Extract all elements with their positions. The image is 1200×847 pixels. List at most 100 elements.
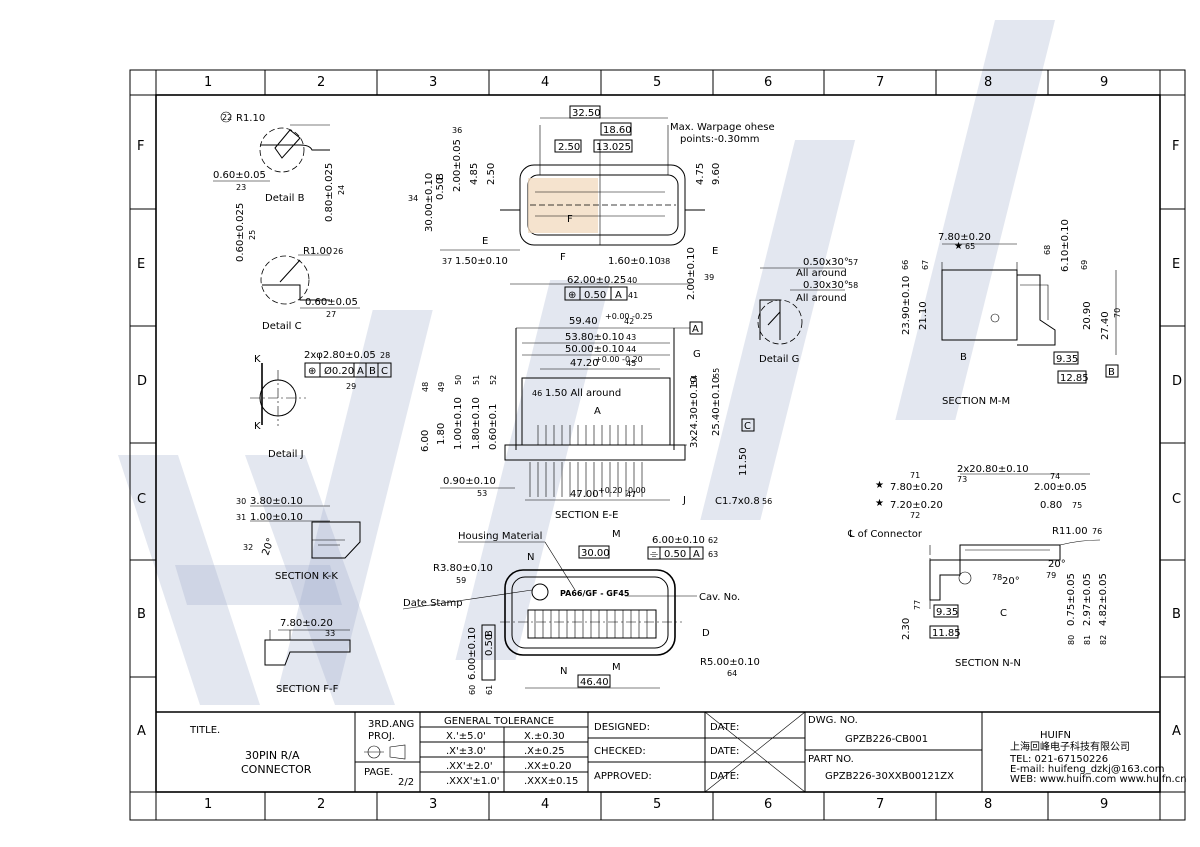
svg-text:N: N: [527, 552, 534, 563]
svg-text:32.50: 32.50: [572, 108, 601, 119]
svg-text:52: 52: [489, 375, 498, 385]
grid-row-label: E: [1172, 257, 1180, 272]
svg-text:3.80±0.10: 3.80±0.10: [250, 496, 303, 507]
svg-text:WEB: www.huifn.com www.huifn.: WEB: www.huifn.com www.huifn.cn: [1010, 774, 1187, 785]
svg-text:23: 23: [236, 183, 246, 192]
svg-text:4.82±0.05: 4.82±0.05: [1098, 573, 1109, 626]
svg-text:N: N: [560, 666, 567, 677]
svg-text:48: 48: [421, 382, 430, 392]
svg-text:45: 45: [626, 359, 636, 368]
svg-text:1.50±0.10: 1.50±0.10: [455, 256, 508, 267]
svg-text:75: 75: [1072, 501, 1082, 510]
projection-symbol-icon: [364, 744, 406, 760]
svg-text:27: 27: [326, 310, 336, 319]
svg-text:74: 74: [1050, 472, 1060, 481]
svg-text:E-mail: huifeng_dzkj@163.com: E-mail: huifeng_dzkj@163.com: [1010, 764, 1165, 775]
detail-c-height: 0.60±0.025: [235, 203, 246, 262]
svg-text:3x24.30±0.10: 3x24.30±0.10: [689, 376, 700, 448]
svg-text:59: 59: [456, 576, 466, 585]
svg-text:2.30: 2.30: [901, 618, 912, 640]
svg-text:B: B: [369, 366, 376, 377]
svg-text:CONNECTOR: CONNECTOR: [241, 763, 312, 776]
svg-text:18.60: 18.60: [603, 125, 632, 136]
svg-text:M: M: [612, 662, 621, 673]
svg-text:℄ of Connector: ℄ of Connector: [847, 529, 923, 540]
svg-text:All around: All around: [796, 293, 847, 304]
svg-text:54: 54: [690, 375, 699, 385]
svg-text:7.20±0.20: 7.20±0.20: [890, 500, 943, 511]
dwg-number: GPZB226-CB001: [845, 734, 928, 745]
detail-b-width: 0.60±0.05: [213, 170, 266, 181]
svg-text:⌯: ⌯: [650, 549, 658, 560]
tolerance-linear: .XXX±0.15: [524, 776, 578, 787]
svg-text:M: M: [612, 529, 621, 540]
grid-row-label: C: [137, 492, 146, 507]
svg-text:7.80±0.20: 7.80±0.20: [890, 482, 943, 493]
svg-text:39: 39: [704, 273, 714, 282]
svg-text:44: 44: [626, 345, 636, 354]
grid-column-label: 3: [429, 75, 437, 90]
svg-text:0.75±0.05: 0.75±0.05: [1066, 573, 1077, 626]
svg-text:11.50: 11.50: [738, 447, 749, 476]
svg-text:All around: All around: [796, 268, 847, 279]
svg-text:21.10: 21.10: [918, 301, 929, 330]
svg-text:34: 34: [408, 194, 418, 203]
detail-c-width: 0.60±0.05: [305, 297, 358, 308]
svg-text:PROJ.: PROJ.: [368, 731, 395, 742]
svg-text:R5.00±0.10: R5.00±0.10: [700, 657, 760, 668]
svg-text:0.90±0.10: 0.90±0.10: [443, 476, 496, 487]
housing-material-label: Housing Material: [458, 531, 542, 542]
svg-text:25: 25: [248, 230, 257, 240]
grid-column-label: 4: [541, 75, 549, 90]
svg-text:68: 68: [1043, 245, 1052, 255]
svg-text:1.80±0.10: 1.80±0.10: [471, 397, 482, 450]
warpage-note-2: points:-0.30mm: [680, 134, 759, 145]
grid-row-label: D: [137, 374, 147, 389]
svg-text:DATE:: DATE:: [710, 722, 739, 733]
svg-text:0.50x30°: 0.50x30°: [803, 257, 849, 268]
svg-text:59.40: 59.40: [569, 316, 598, 327]
tolerance-table: X.'±5.0'X.±0.30.X'±3.0'.X±0.25.XX'±2.0'.…: [446, 731, 578, 787]
svg-text:20.90: 20.90: [1082, 301, 1093, 330]
svg-text:47.00: 47.00: [570, 489, 599, 500]
svg-text:80: 80: [1067, 635, 1076, 645]
grid-column-label: 1: [204, 797, 212, 812]
svg-text:78: 78: [992, 573, 1002, 582]
svg-text:C: C: [744, 421, 751, 432]
svg-text:51: 51: [472, 375, 481, 385]
svg-text:11.85: 11.85: [932, 628, 961, 639]
grid-row-label: D: [1172, 374, 1182, 389]
section-kk-title: SECTION K-K: [275, 571, 338, 582]
svg-text:1.00±0.10: 1.00±0.10: [453, 397, 464, 450]
svg-text:50.00±0.10: 50.00±0.10: [565, 344, 624, 355]
svg-text:⊕: ⊕: [568, 290, 576, 301]
detail-c-radius: R1.00: [303, 246, 332, 257]
detail-g: 0.50x30° 57 All around 0.30x30° 58 All a…: [757, 257, 858, 365]
grid-column-label: 8: [984, 797, 992, 812]
tolerance-linear: .X±0.25: [524, 746, 565, 757]
svg-text:★: ★: [954, 241, 963, 252]
grid-column-label: 7: [876, 75, 884, 90]
svg-text:⊕: ⊕: [308, 366, 316, 377]
svg-text:B: B: [484, 630, 495, 637]
svg-text:20°: 20°: [1048, 559, 1066, 570]
svg-text:71: 71: [910, 471, 920, 480]
top-view: 32.50 18.60 2.50 13.025 4.85 2.50 4.75 9…: [408, 105, 775, 301]
pin-array: [529, 425, 643, 497]
detail-j-title: Detail J: [268, 449, 304, 460]
section-ff-title: SECTION F-F: [276, 684, 339, 695]
svg-text:43: 43: [626, 333, 636, 342]
svg-text:0.30x30°: 0.30x30°: [803, 280, 849, 291]
svg-text:DESIGNED:: DESIGNED:: [594, 722, 650, 733]
grid-column-label: 5: [653, 797, 661, 812]
detail-j-hole: 2xφ2.80±0.05: [304, 350, 376, 361]
company-logo: HUIFN: [1040, 730, 1071, 741]
grid-column-label: 8: [984, 75, 992, 90]
svg-text:49: 49: [437, 382, 446, 392]
svg-text:29: 29: [346, 382, 356, 391]
detail-c: R1.00 26 0.60±0.025 25 0.60±0.05 27 Deta…: [235, 203, 360, 332]
title-label: TITLE.: [189, 725, 220, 736]
svg-text:CHECKED:: CHECKED:: [594, 746, 646, 757]
